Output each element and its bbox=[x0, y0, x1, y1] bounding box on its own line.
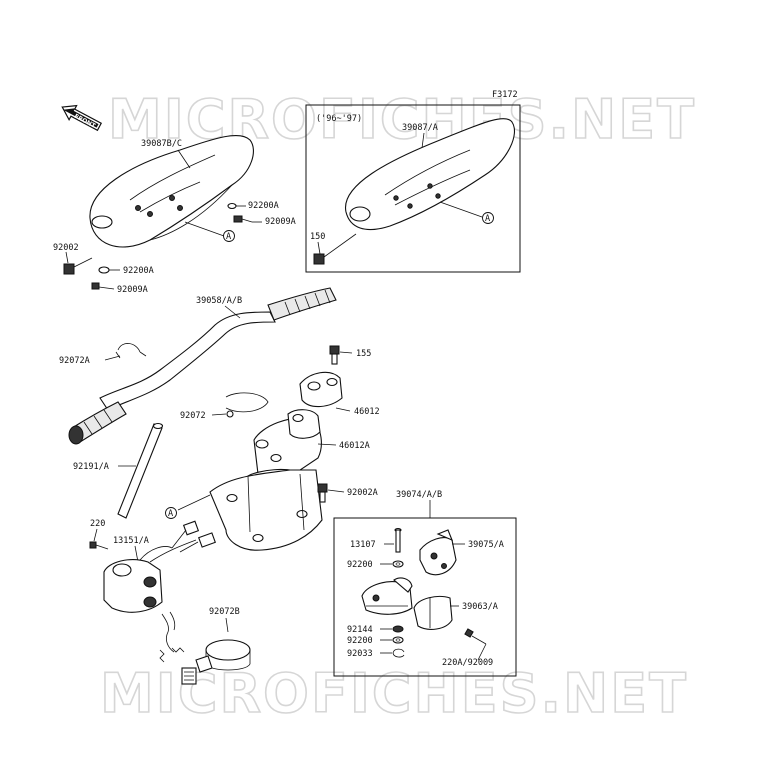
label-92033: 92033 bbox=[347, 649, 373, 659]
bolt-icon bbox=[313, 233, 357, 265]
bolt-icon bbox=[317, 483, 328, 503]
label-92144: 92144 bbox=[347, 625, 373, 635]
label-92200a-1: 92200A bbox=[248, 201, 279, 211]
lever-bracket bbox=[419, 529, 457, 576]
callout-a-2: A bbox=[485, 214, 490, 224]
label-39087bc: 39087B/C bbox=[141, 139, 182, 149]
watermark-top: MICROFICHES.NET bbox=[108, 88, 696, 151]
label-92002: 92002 bbox=[53, 243, 79, 253]
label-155: 155 bbox=[356, 349, 371, 359]
label-92200a-2: 92200A bbox=[123, 266, 154, 276]
screw-icon bbox=[89, 541, 109, 550]
hose-clamp bbox=[181, 639, 251, 685]
label-13151: 13151/A bbox=[113, 536, 149, 546]
lever-holder bbox=[361, 577, 413, 615]
pin-icon bbox=[394, 527, 402, 553]
callout-a-1: A bbox=[226, 232, 231, 242]
label-46012: 46012 bbox=[354, 407, 380, 417]
label-92200b: 92200 bbox=[347, 636, 373, 646]
label-39074: 39074/A/B bbox=[396, 490, 442, 500]
switch-assembly bbox=[103, 520, 216, 613]
label-92009a-2: 92009A bbox=[117, 285, 148, 295]
handlebar bbox=[68, 287, 337, 445]
label-39058: 39058/A/B bbox=[196, 296, 242, 306]
front-arrow-icon: FRONT bbox=[61, 104, 103, 132]
figure-code: F3172 bbox=[492, 90, 518, 100]
watermark-bottom: MICROFICHES.NET bbox=[100, 662, 688, 725]
label-39087a: 39087/A bbox=[402, 123, 438, 133]
label-46012a: 46012A bbox=[339, 441, 370, 451]
label-220: 220 bbox=[90, 519, 105, 529]
rod bbox=[117, 422, 164, 519]
bolt-icon bbox=[329, 345, 340, 365]
label-92009a-1: 92009A bbox=[265, 217, 296, 227]
steering-holder bbox=[209, 409, 323, 551]
label-92072b: 92072B bbox=[209, 607, 240, 617]
inset-years: ('96~'97) bbox=[316, 114, 362, 124]
label-92072a: 92072A bbox=[59, 356, 90, 366]
label-150: 150 bbox=[310, 232, 325, 242]
detail-box bbox=[333, 517, 517, 677]
label-92072: 92072 bbox=[180, 411, 206, 421]
spring-pin-icon bbox=[159, 611, 185, 663]
label-92200: 92200 bbox=[347, 560, 373, 570]
bolt-icon bbox=[63, 257, 93, 275]
lever-cover bbox=[413, 595, 453, 630]
label-220a: 220A/92009 bbox=[442, 658, 493, 668]
label-39063: 39063/A bbox=[462, 602, 498, 612]
clamp-upper bbox=[299, 371, 343, 408]
label-92002a: 92002A bbox=[347, 488, 378, 498]
inset-box bbox=[305, 104, 521, 273]
handlebar-cover-inset bbox=[345, 118, 516, 230]
screw-icon bbox=[464, 628, 487, 645]
label-92191: 92191/A bbox=[73, 462, 109, 472]
callout-a-3: A bbox=[168, 509, 173, 519]
label-39075: 39075/A bbox=[468, 540, 504, 550]
label-13107: 13107 bbox=[350, 540, 376, 550]
handlebar-cover bbox=[89, 134, 254, 248]
bolt-icon bbox=[233, 215, 253, 223]
